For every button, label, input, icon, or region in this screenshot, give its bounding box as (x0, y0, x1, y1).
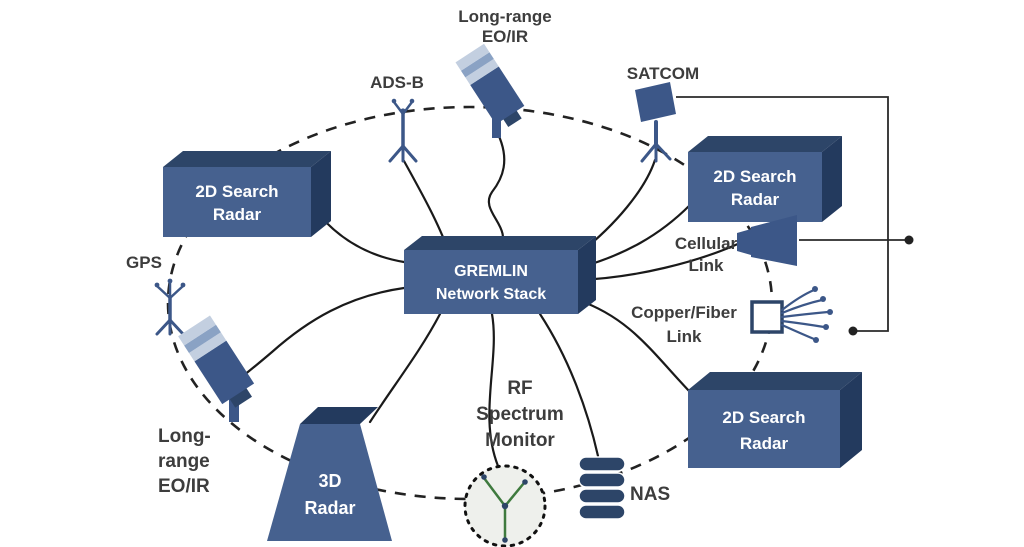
node-radar-top-right: 2D Search Radar (688, 136, 842, 222)
gremlin-label-line1: GREMLIN (454, 263, 528, 280)
fiber-strands (780, 286, 833, 343)
nas-database-icon (578, 456, 626, 520)
node-radar-top-left: 2D Search Radar (163, 151, 331, 237)
wire-endpoint-dot (904, 235, 914, 245)
eoir-bottom-left-label-line1: Long- (158, 426, 211, 447)
satcom-dish-panel (635, 82, 676, 122)
box-side-face (822, 136, 842, 222)
satcom-dish-icon (635, 82, 676, 163)
horn-throat (737, 229, 751, 255)
cellular-link-label-line2: Link (689, 256, 724, 275)
camera-mount-post (492, 116, 501, 138)
box-top-face (404, 236, 596, 250)
node-radar-bottom-right: 2D Search Radar (688, 372, 862, 468)
radar3d-top-face (300, 407, 378, 424)
eoir-top-label-line2: EO/IR (482, 27, 528, 46)
radar-bottom-right-label-line1: 2D Search (722, 408, 805, 427)
connector-block (750, 300, 784, 334)
rf-monitor-label-line3: Monitor (485, 430, 555, 451)
connector-nas (538, 312, 600, 458)
antenna-tripod (388, 144, 418, 163)
eoir-camera-icon-top (455, 43, 525, 138)
nas-label: NAS (630, 484, 670, 505)
radar-top-right-label-line2: Radar (731, 190, 780, 209)
connector-radar-bottom-right (576, 298, 692, 394)
adsb-label: ADS-B (370, 73, 424, 92)
gps-label: GPS (126, 253, 162, 272)
node-gremlin-network-stack: GREMLIN Network Stack (404, 236, 596, 314)
copper-fiber-label-line2: Link (667, 327, 702, 346)
gps-antenna-icon (154, 278, 186, 336)
radar-top-left-label-line2: Radar (213, 205, 262, 224)
wire-endpoint-dot (848, 326, 858, 336)
connector-rf-monitor (488, 312, 500, 468)
eoir-bottom-left-label-line2: range (158, 451, 210, 472)
satcom-tripod (640, 142, 672, 163)
horn-mouth (751, 215, 797, 266)
diagram-labels: Long-range EO/IR ADS-B SATCOM GPS Cellul… (126, 7, 738, 505)
node-3d-radar: 3D Radar (267, 407, 392, 541)
camera-body (178, 315, 255, 408)
rf-monitor-label-line1: RF (507, 378, 532, 399)
rf-monitor-label-line2: Spectrum (476, 404, 564, 425)
radar3d-label-line1: 3D (318, 471, 341, 491)
radar3d-front-face (267, 424, 392, 541)
rf-spectrum-monitor-icon (463, 464, 547, 547)
camera-body (455, 43, 525, 128)
antenna-prongs (391, 98, 415, 116)
radar-bottom-right-label-line2: Radar (740, 434, 789, 453)
cellular-horn-icon (737, 215, 797, 266)
radar-top-left-label-line1: 2D Search (195, 182, 278, 201)
box-front-face (404, 250, 578, 314)
box-front-face (688, 152, 822, 222)
box-front-face (163, 167, 311, 237)
gremlin-label-line2: Network Stack (436, 286, 546, 303)
eoir-bottom-left-label-line3: EO/IR (158, 476, 210, 497)
camera-mount-post (229, 398, 239, 422)
box-front-face (688, 390, 840, 468)
satcom-external-wire (676, 96, 889, 332)
connector-3d-radar (368, 312, 442, 424)
monitor-spokes (483, 477, 525, 539)
box-top-face (688, 372, 862, 390)
antenna-tripod (155, 318, 185, 336)
box-side-face (840, 372, 862, 468)
connector-cellular-link (576, 241, 742, 282)
eoir-top-label-line1: Long-range (458, 7, 552, 26)
copper-fiber-label-line1: Copper/Fiber (631, 303, 737, 322)
radar3d-label-line2: Radar (304, 498, 355, 518)
box-side-face (578, 236, 596, 314)
connector-eoir-top (487, 132, 506, 252)
box-top-face (688, 136, 842, 152)
antenna-prongs (154, 278, 186, 300)
box-side-face (311, 151, 331, 237)
copper-fiber-connector-icon (750, 286, 833, 343)
eoir-camera-icon-bottom-left (178, 315, 255, 422)
cellular-link-label-line1: Cellular (675, 234, 738, 253)
adsb-antenna-icon (388, 98, 418, 163)
external-wires (676, 96, 914, 336)
box-top-face (163, 151, 331, 167)
satcom-label: SATCOM (627, 64, 699, 83)
radar-top-right-label-line1: 2D Search (713, 167, 796, 186)
connector-eoir-bottom-left (236, 286, 406, 382)
